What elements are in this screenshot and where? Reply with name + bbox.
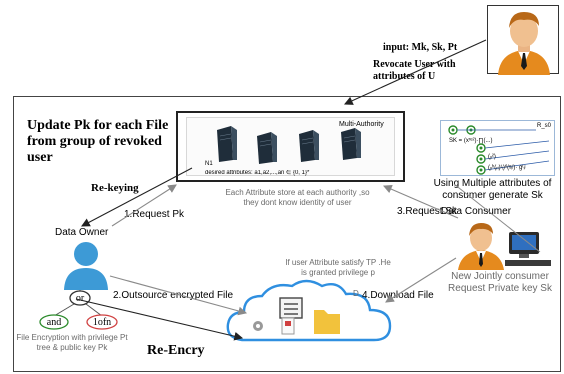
multi-authority-panel: Multi-Authority N1 desired attributes: a…	[186, 117, 395, 176]
edge-outsource: 2.Outsource encrypted File	[113, 290, 234, 301]
outsource-arrow	[109, 275, 248, 316]
sk-formula-row3: (ᵧ²)	[488, 154, 496, 160]
data-owner-icon	[64, 242, 108, 290]
tree-caption: File Encryption with privilege Pt tree &…	[16, 333, 128, 352]
consumer-sk-link	[453, 183, 541, 253]
update-pk-label: Update Pk for each File from group of re…	[27, 118, 169, 165]
multi-authority-caption: Each Attribute store at each authority ,…	[225, 188, 370, 207]
new-consumer-caption: New Jointly consumer Request Private key…	[448, 271, 552, 294]
administrator-avatar-box	[487, 5, 559, 75]
cloud-storage-icon	[226, 279, 392, 342]
edge-request-pk: 1.Request Pk	[124, 209, 185, 220]
reencrypt-label: Re-Encry	[147, 343, 205, 358]
sk-formula-main: SK = (xʳᵉ²)·∏(...)	[449, 138, 493, 144]
sk-formula-row4: (ᵧʰ(ᵣᵢ)ᵗᵢ)ᵗˡ(ᵍᵢʲ)· gᵗᵢʲ	[488, 165, 526, 171]
edge-request-sk: 3.Request Sk	[397, 206, 458, 217]
revocate-user-label: Revocate User with attributes of U	[373, 59, 456, 82]
attribute-nodes-icon	[448, 125, 550, 175]
sk-formula-top: R_s0	[537, 123, 552, 129]
tree-node-and: and	[46, 317, 62, 328]
tree-node-1ofn: 1ofn	[92, 317, 112, 328]
revoke-arrow	[343, 39, 487, 105]
cloud-contents	[253, 297, 340, 335]
download-arrow	[385, 257, 457, 303]
generate-sk-caption: Using Multiple attributes of consumer ge…	[433, 178, 552, 201]
secret-key-formula-panel: R_s0 SK = (xʳᵉ²)·∏(...) (ᵧ²) (ᵧʰ(ᵣᵢ)ᵗᵢ)ᵗ…	[440, 120, 555, 176]
request-pk-arrow	[111, 184, 177, 227]
request-sk-arrow	[382, 185, 459, 219]
multi-authority-box: Multi-Authority N1 desired attributes: a…	[176, 111, 405, 182]
rekeying-arrow	[81, 167, 193, 227]
input-label: input: Mk, Sk, Pt	[383, 42, 458, 53]
server-stack-icon	[217, 126, 361, 164]
multi-authority-title: Multi-Authority	[339, 121, 384, 128]
diagram-frame	[13, 96, 561, 372]
privilege-grant-caption: If user Attribute satisfy TP .He is gran…	[285, 258, 391, 277]
data-consumer-label: Data Consumer	[441, 206, 512, 217]
server-n1-label: N1	[205, 161, 213, 167]
administrator-icon	[498, 12, 550, 75]
attributes-formula: desired attributes: a1,a2,...,an ∈ {0, 1…	[205, 170, 310, 176]
reencrypt-arrow	[75, 298, 244, 341]
privilege-grant-cut: D	[353, 289, 359, 298]
edge-download: 4.Download File	[362, 290, 434, 301]
tree-root-or: or	[75, 293, 85, 304]
data-owner-label: Data Owner	[55, 227, 109, 238]
data-consumer-icon	[458, 223, 551, 270]
rekeying-label: Re-keying	[91, 182, 139, 194]
